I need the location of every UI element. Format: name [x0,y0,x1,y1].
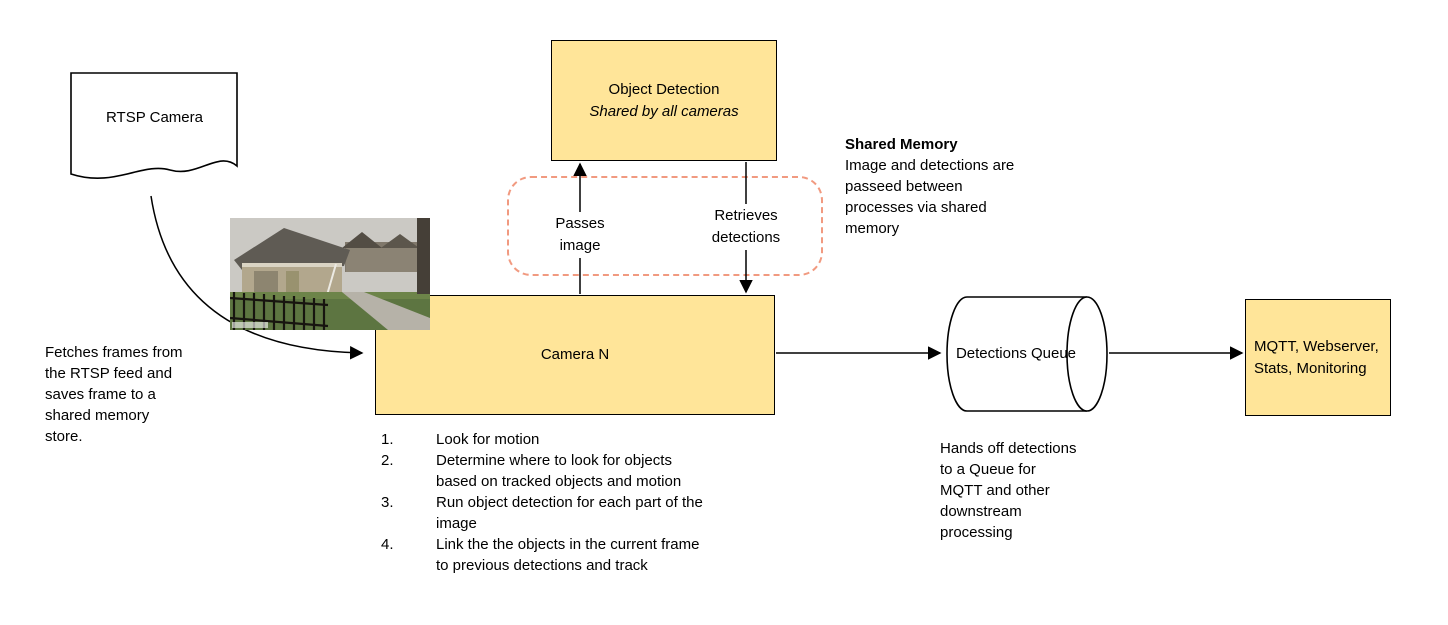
step-1-text: Look for motion [436,431,540,448]
cylinder-body [946,296,1087,412]
object-detection-subtitle: Shared by all cameras [589,102,739,120]
step-3-number: 3. [381,494,394,511]
camera-steps-list: 1. Look for motion 2. Determine where to… [381,429,758,576]
step-2-number: 2. [381,452,394,469]
object-detection-node: Object Detection Shared by all cameras [551,40,777,161]
document-shape [70,72,238,179]
object-detection-title: Object Detection [608,80,720,98]
camera-snapshot-image [230,218,430,330]
step-4-number: 4. [381,536,394,553]
step-2-text: Determine where to look for objects base… [436,452,682,490]
retrieves-detections-label: Retrieves detections [707,204,785,250]
rtsp-camera-node [70,72,238,179]
passes-image-label: Passes image [552,212,608,258]
outputs-node: MQTT, Webserver, Stats, Monitoring [1245,299,1391,416]
shared-memory-region [507,176,823,276]
cylinder-cap [1066,296,1108,412]
outputs-label: MQTT, Webserver, Stats, Monitoring [1254,337,1379,377]
camera-n-node: Camera N [375,295,775,415]
detections-queue-node [946,296,1108,412]
rtsp-camera-label: RTSP Camera [106,109,203,126]
object-detection-text: Object Detection Shared by all cameras [589,79,738,123]
detections-queue-label: Detections Queue [955,345,1077,362]
step-3-text: Run object detection for each part of th… [436,494,703,532]
shared-memory-body: Image and detections are passeed between… [845,157,1015,237]
camera-n-label: Camera N [540,346,610,363]
step-4-text: Link the the objects in the current fram… [436,536,700,574]
step-1-number: 1. [381,431,394,448]
hands-off-note: Hands off detections to a Queue for MQTT… [940,440,1077,541]
shared-memory-title: Shared Memory [845,136,958,153]
shared-memory-annotation: Shared Memory Image and detections are p… [845,134,1057,239]
fetches-frames-note: Fetches frames from the RTSP feed and sa… [45,344,183,445]
